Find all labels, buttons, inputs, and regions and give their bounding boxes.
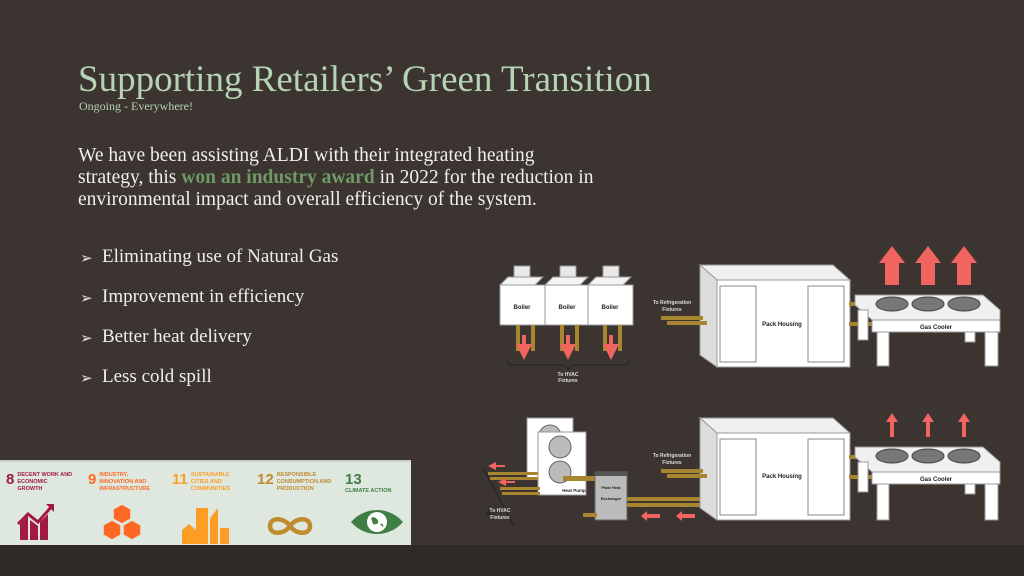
city-buildings-icon xyxy=(182,508,229,544)
sdg-goal-13: 13Climate action xyxy=(345,471,411,534)
list-item: ➢ Improvement in efficiency xyxy=(80,286,338,326)
earth-eye-icon xyxy=(351,510,403,534)
hvac-label: Fixtures xyxy=(558,378,578,384)
boiler-units: Boiler Boiler Boiler To HVAC Fixtures xyxy=(498,265,634,384)
goal-label: Responsible consumption and production xyxy=(276,472,332,492)
list-item-text: Eliminating use of Natural Gas xyxy=(102,246,339,267)
sdg-goal-11: 11Sustainable cities and communities xyxy=(172,471,247,544)
arrow-bullet-icon: ➢ xyxy=(80,371,93,387)
infinity-icon xyxy=(267,517,313,535)
hvac-label: To HVAC xyxy=(490,508,511,514)
goal-number: 12 xyxy=(257,471,274,488)
pack-housing-top: Pack Housing To Refrigeration Fixtures xyxy=(653,263,879,368)
heat-up-arrow-icon xyxy=(879,246,977,285)
list-item: ➢ Eliminating use of Natural Gas xyxy=(80,246,338,286)
benefit-list: ➢ Eliminating use of Natural Gas ➢ Improve… xyxy=(80,246,338,406)
arrow-bullet-icon: ➢ xyxy=(80,251,93,267)
heat-flow-left-arrow-icon xyxy=(641,511,695,521)
sdg-goal-12: 12Responsible consumption and production xyxy=(257,471,333,535)
gas-cooler-label: Gas Cooler xyxy=(920,477,953,483)
hvac-label: Fixtures xyxy=(490,515,510,521)
plate-heat-exchanger: Plate Heat Exchanger xyxy=(583,471,709,521)
pack-housing-label: Pack Housing xyxy=(762,474,802,480)
sdg-goal-8: 8Decent work and economic growth xyxy=(6,471,73,540)
heat-up-arrow-icon xyxy=(886,413,970,437)
goal-label: Sustainable cities and communities xyxy=(190,472,230,492)
heat-pump-units: Heat Pump To HVAC Fixtures xyxy=(483,417,599,527)
gas-cooler-top: Gas Cooler xyxy=(854,246,1001,367)
cubes-icon xyxy=(102,503,142,541)
intro-text-end: in 2022 for the reduction in environment… xyxy=(78,167,594,210)
list-item: ➢ Better heat delivery xyxy=(80,326,338,366)
list-item-text: Less cold spill xyxy=(102,366,212,387)
gas-cooler-label: Gas Cooler xyxy=(920,325,953,331)
goal-label: Industry, innovation and infrastructure xyxy=(99,472,151,492)
intro-paragraph: We have been assisting ALDI with their i… xyxy=(78,145,598,211)
exchanger-label: Exchanger xyxy=(601,496,622,501)
refrigeration-label: Fixtures xyxy=(662,460,682,466)
boiler-label: Boiler xyxy=(558,305,576,311)
sdg-goal-9: 9Industry, innovation and infrastructure xyxy=(88,471,155,541)
goal-number: 11 xyxy=(172,471,188,488)
page-title: Supporting Retailers’ Green Transition xyxy=(78,59,652,100)
list-item-text: Better heat delivery xyxy=(102,326,252,347)
goal-number: 8 xyxy=(6,471,15,488)
hvac-label: To HVAC xyxy=(558,372,579,378)
intro-text: We have been assisting ALDI with their i… xyxy=(78,145,535,188)
arrow-bullet-icon: ➢ xyxy=(80,291,93,307)
gas-cooler-bottom: Gas Cooler xyxy=(854,413,1001,521)
goal-label: Decent work and economic growth xyxy=(17,472,73,492)
award-highlight: won an industry award xyxy=(181,167,375,188)
arrow-bullet-icon: ➢ xyxy=(80,331,93,347)
boiler-label: Boiler xyxy=(513,305,531,311)
goal-number: 9 xyxy=(88,471,97,488)
footer-bar xyxy=(0,545,1024,576)
refrigeration-label: To Refrigeration xyxy=(653,300,691,306)
exchanger-label: Plate Heat xyxy=(601,485,621,490)
refrigeration-label: To Refrigeration xyxy=(653,453,691,459)
goal-label: Climate action xyxy=(345,488,392,494)
refrigeration-label: Fixtures xyxy=(662,307,682,313)
heat-pump-label: Heat Pump xyxy=(562,488,586,493)
pack-housing-bottom: Pack Housing To Refrigeration Fixtures xyxy=(653,416,879,521)
growth-chart-icon xyxy=(16,504,54,540)
sdg-goals-strip: 8Decent work and economic growth 9Indust… xyxy=(0,460,411,546)
page-subtitle: Ongoing - Everywhere! xyxy=(79,99,193,113)
list-item-text: Improvement in efficiency xyxy=(102,286,305,307)
goal-number: 13 xyxy=(345,471,362,488)
pack-housing-label: Pack Housing xyxy=(762,322,802,328)
boiler-label: Boiler xyxy=(601,305,619,311)
list-item: ➢ Less cold spill xyxy=(80,366,338,406)
